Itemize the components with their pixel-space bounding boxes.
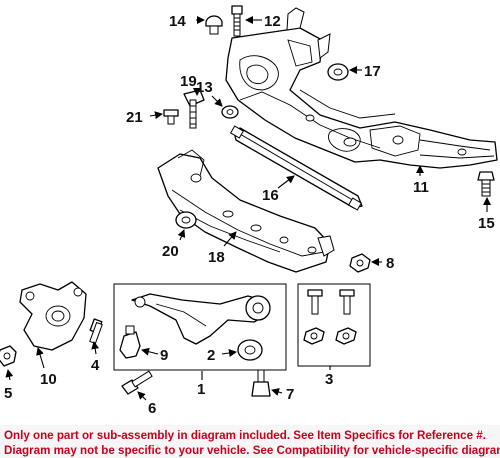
bushing-nut bbox=[327, 63, 349, 81]
disclaimer-line-1: Only one part or sub-assembly in diagram… bbox=[4, 429, 486, 442]
small-bolt bbox=[163, 109, 179, 125]
callout-12: 12 bbox=[264, 13, 281, 30]
steering-knuckle bbox=[19, 281, 87, 351]
callout-19: 19 bbox=[180, 73, 197, 90]
callout-7: 7 bbox=[286, 386, 294, 403]
callout-18: 18 bbox=[208, 249, 225, 266]
callout-10: 10 bbox=[40, 371, 57, 388]
leader-lines bbox=[5, 16, 491, 401]
callout-1: 1 bbox=[197, 381, 205, 398]
callout-labels: 14 12 17 19 13 21 15 11 16 20 18 8 4 5 1… bbox=[4, 13, 495, 417]
callout-4: 4 bbox=[91, 357, 100, 374]
control-arm-bolt bbox=[121, 370, 153, 395]
knuckle-bolt bbox=[89, 318, 103, 345]
parts-diagram: 14 12 17 19 13 21 15 11 16 20 18 8 4 5 1… bbox=[0, 5, 498, 417]
callout-16: 16 bbox=[262, 187, 279, 204]
long-bolt bbox=[189, 99, 239, 129]
callout-14: 14 bbox=[169, 13, 186, 30]
knuckle-nut bbox=[0, 345, 17, 367]
callout-15: 15 bbox=[478, 215, 495, 232]
control-arm-box bbox=[113, 283, 287, 371]
front-crossmember bbox=[225, 7, 498, 169]
disclaimer-line-2: Diagram may not be specific to your vehi… bbox=[4, 444, 500, 457]
tie-bar bbox=[229, 125, 363, 211]
rear-bushing bbox=[175, 211, 197, 229]
ball-joint bbox=[119, 325, 141, 359]
clip-fastener bbox=[205, 15, 223, 35]
mount-bolt bbox=[477, 171, 495, 197]
ball-stud bbox=[251, 369, 271, 397]
callout-9: 9 bbox=[160, 347, 168, 364]
callout-21: 21 bbox=[126, 109, 143, 126]
bolt-kit-box bbox=[297, 283, 371, 367]
callout-11: 11 bbox=[413, 179, 429, 196]
hex-nut bbox=[349, 253, 371, 273]
callout-6: 6 bbox=[148, 400, 156, 417]
callout-3: 3 bbox=[325, 371, 333, 388]
callout-2: 2 bbox=[207, 347, 215, 364]
disclaimer-banner: Only one part or sub-assembly in diagram… bbox=[0, 425, 500, 458]
bracket-bolt bbox=[231, 5, 243, 37]
callout-20: 20 bbox=[162, 243, 179, 260]
callout-5: 5 bbox=[4, 385, 12, 402]
callout-8: 8 bbox=[386, 255, 394, 272]
callout-17: 17 bbox=[364, 63, 381, 80]
callout-13: 13 bbox=[196, 79, 213, 96]
control-arm-bushing bbox=[237, 339, 263, 361]
